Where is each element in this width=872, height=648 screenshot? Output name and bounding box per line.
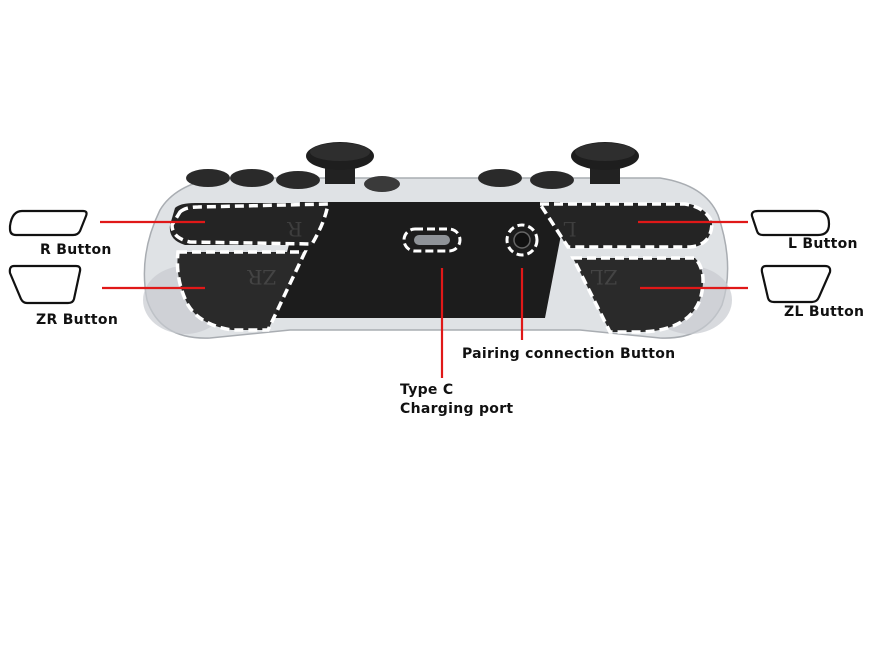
face-button-1 — [186, 169, 230, 187]
zr-trigger — [177, 252, 305, 330]
face-button-5 — [478, 169, 522, 187]
pairing-button-label: Pairing connection Button — [462, 346, 676, 362]
type-c-label-line2: Charging port — [400, 401, 514, 417]
r-shoulder-button — [169, 203, 328, 245]
type-c-port — [402, 227, 462, 253]
face-button-2 — [230, 169, 274, 187]
zl-trigger — [573, 258, 704, 332]
embossed-l: L — [563, 217, 576, 241]
r-button-highlight — [170, 202, 331, 246]
r-button-label: R Button — [40, 242, 112, 258]
l-button-highlight — [536, 202, 714, 249]
embossed-r: R — [287, 217, 303, 241]
l-shoulder-button — [540, 203, 712, 248]
zr-button-highlight — [175, 250, 308, 332]
embossed-zl: ZL — [590, 265, 617, 289]
l-button-label: L Button — [788, 236, 858, 252]
type-c-label: Type C Charging port — [400, 381, 513, 419]
l-button-icon — [750, 209, 831, 237]
r-button-icon — [8, 209, 88, 237]
leader-lines — [100, 220, 748, 378]
left-thumbstick — [306, 142, 374, 184]
right-thumbstick — [571, 142, 639, 184]
zl-button-highlight — [570, 256, 705, 334]
zr-button-icon — [8, 264, 82, 305]
zl-button-label: ZL Button — [784, 304, 865, 320]
face-button-3 — [276, 171, 320, 189]
zr-button-label: ZR Button — [36, 312, 119, 328]
type-c-label-line1: Type C — [400, 382, 454, 398]
face-button-6 — [530, 171, 574, 189]
controller-body: R ZR L ZL — [143, 142, 732, 339]
pairing-button — [505, 223, 539, 257]
embossed-zr: ZR — [247, 265, 277, 289]
face-button-4 — [364, 176, 400, 192]
zl-button-icon — [760, 264, 832, 304]
center-dark-panel — [300, 202, 563, 318]
